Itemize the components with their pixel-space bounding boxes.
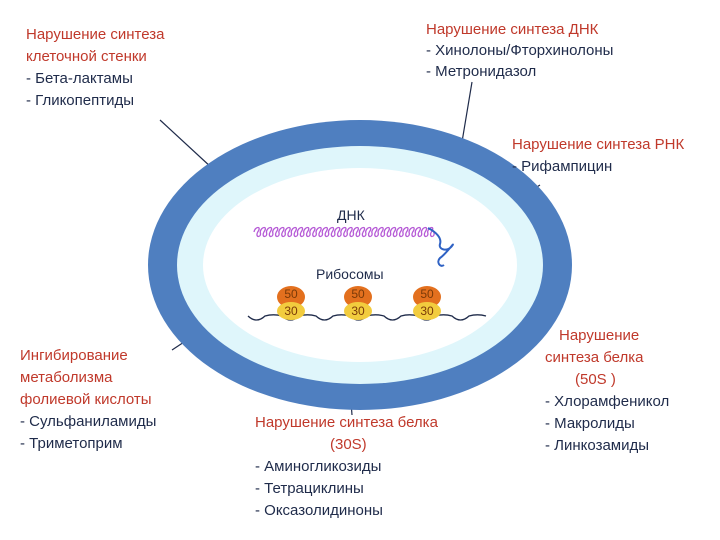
label-dna-title: Нарушение синтеза ДНК	[426, 21, 599, 38]
label-folate-title-1: Ингибирование	[20, 347, 128, 364]
ribosome-small-label: 30	[351, 304, 365, 318]
ribosome-large-label: 50	[351, 287, 365, 301]
label-folate-title-2: метаболизма	[20, 369, 113, 386]
ribosome: 50 30	[413, 286, 441, 320]
label-50s-title-2: синтеза белка	[545, 349, 644, 366]
ribosome-small-label: 30	[284, 304, 298, 318]
label-cell-wall: Нарушение синтеза клеточной стенки - Бет…	[26, 24, 165, 112]
label-cell-wall-item: - Бета-лактамы	[26, 70, 133, 87]
label-rna-item: - Рифампицин	[512, 158, 613, 175]
ribosomes-label: Рибосомы	[316, 266, 384, 282]
label-cell-wall-title-1: Нарушение синтеза	[26, 26, 165, 43]
label-30s-item: - Аминогликозиды	[255, 458, 382, 475]
label-rna-title: Нарушение синтеза РНК	[512, 136, 685, 153]
label-dna-item: - Хинолоны/Фторхинолоны	[426, 42, 614, 59]
ribosome-large-label: 50	[420, 287, 434, 301]
label-30s-item: - Оксазолидиноны	[255, 502, 383, 519]
ribosome-small-subunit	[413, 302, 441, 320]
label-folate: Ингибирование метаболизма фолиевой кисло…	[20, 345, 156, 455]
label-cell-wall-title-2: клеточной стенки	[26, 48, 147, 65]
label-protein-30s: Нарушение синтеза белка (30S) - Аминогли…	[255, 412, 438, 522]
label-folate-item: - Сульфаниламиды	[20, 413, 157, 430]
ribosome-small-label: 30	[420, 304, 434, 318]
label-dna-item: - Метронидазол	[426, 63, 537, 80]
rna-squiggle	[427, 227, 454, 267]
label-30s-title-2: (30S)	[330, 436, 367, 453]
ribosome-large-subunit	[344, 286, 372, 308]
dna-coil	[253, 226, 435, 238]
label-cell-wall-item: - Гликопептиды	[26, 92, 135, 109]
ribosome: 50 30	[344, 286, 372, 320]
label-30s-title-1: Нарушение синтеза белка	[255, 414, 438, 431]
label-folate-item: - Триметоприм	[20, 435, 123, 452]
ribosome-large-subunit	[277, 286, 305, 308]
label-protein-50s: Нарушение синтеза белка (50S ) - Хлорамф…	[545, 325, 669, 457]
ribosome-large-label: 50	[284, 287, 298, 301]
label-50s-item: - Линкозамиды	[545, 437, 650, 454]
label-rna-synthesis: Нарушение синтеза РНК - Рифампицин	[512, 134, 684, 178]
dna-label: ДНК	[337, 207, 366, 223]
ribosome-group: 50 30 50 30 50 30	[277, 286, 441, 320]
label-folate-title-3: фолиевой кислоты	[20, 391, 152, 408]
label-dna-synthesis: Нарушение синтеза ДНК - Хинолоны/Фторхин…	[426, 19, 613, 82]
cytoplasm	[203, 168, 517, 362]
label-50s-item: - Хлорамфеникол	[545, 393, 670, 410]
label-50s-title-1: Нарушение	[559, 327, 640, 344]
ribosome-small-subunit	[277, 302, 305, 320]
label-30s-item: - Тетрациклины	[255, 480, 364, 497]
label-50s-title-3: (50S )	[575, 371, 616, 388]
ribosome: 50 30	[277, 286, 305, 320]
ribosome-large-subunit	[413, 286, 441, 308]
label-50s-item: - Макролиды	[545, 415, 635, 432]
ribosome-small-subunit	[344, 302, 372, 320]
